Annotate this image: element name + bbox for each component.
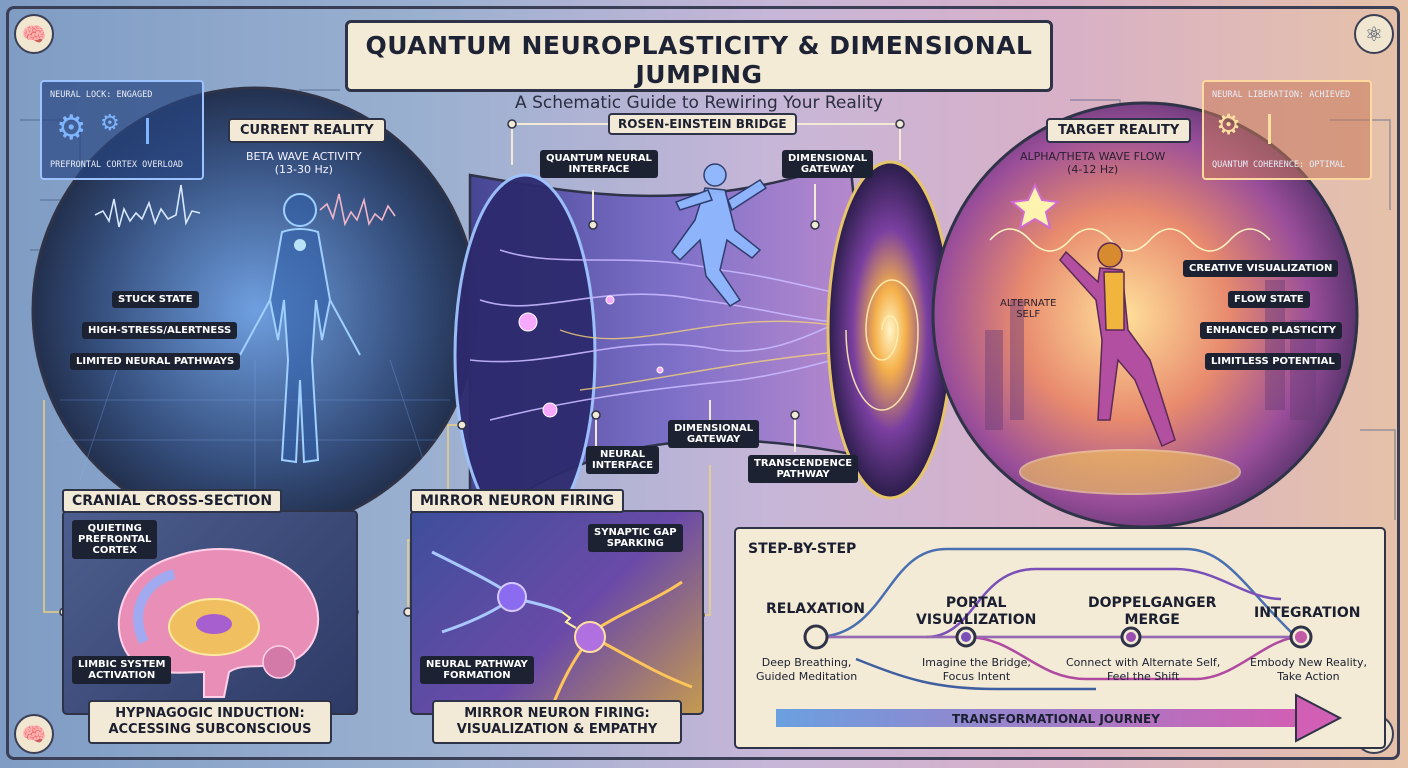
empowered-figure	[1059, 242, 1176, 448]
label-stuck-state: STUCK STATE	[112, 291, 199, 308]
step-1-title: RELAXATION	[766, 601, 866, 617]
step-4-sub: Embody New Reality, Take Action	[1250, 656, 1367, 683]
label-limited-pathways: LIMITED NEURAL PATHWAYS	[70, 353, 241, 370]
glowing-star	[1009, 182, 1061, 231]
brain-icon: 🧠	[14, 714, 54, 754]
brain-icon: 🧠	[14, 14, 54, 54]
status-bottom-text: PREFRONTAL CORTEX OVERLOAD	[50, 160, 184, 170]
bar-graph-icon	[146, 118, 189, 144]
cranial-title: CRANIAL CROSS-SECTION	[62, 489, 283, 513]
current-reality-title: CURRENT REALITY	[228, 118, 386, 143]
running-figure	[671, 163, 768, 307]
label-dimensional-gateway-top: DIMENSIONAL GATEWAY	[782, 150, 874, 178]
label-quieting-prefrontal: QUIETING PREFRONTAL CORTEX	[72, 520, 158, 559]
label-high-stress: HIGH-STRESS/ALERTNESS	[82, 322, 238, 339]
beta-wave-left	[94, 184, 201, 228]
stuck-human-figure	[239, 193, 361, 464]
step-by-step-panel: STEP-BY-STEP RELAXATION Deep Breathing, …	[734, 527, 1386, 749]
header: QUANTUM NEUROPLASTICITY & DIMENSIONAL JU…	[345, 20, 1053, 113]
cranial-caption: HYPNAGOGIC INDUCTION: ACCESSING SUBCONSC…	[88, 700, 332, 744]
label-neural-interface: NEURAL INTERFACE	[586, 446, 660, 474]
mirror-title: MIRROR NEURON FIRING	[410, 489, 625, 513]
neural-liberation-status-panel: NEURAL LIBERATION: ACHIEVED ⚙ QUANTUM CO…	[1202, 80, 1372, 180]
label-limitless-potential: LIMITLESS POTENTIAL	[1205, 353, 1341, 370]
status-top-text: NEURAL LOCK: ENGAGED	[50, 90, 153, 100]
neuron-cluster	[518, 295, 664, 418]
step-2-title: PORTAL VISUALIZATION	[916, 595, 1037, 628]
label-transcendence-pathway: TRANSCENDENCE PATHWAY	[748, 455, 859, 483]
alpha-wave-right	[989, 228, 1271, 252]
label-synaptic-gap: SYNAPTIC GAP SPARKING	[588, 524, 683, 552]
step-1-sub: Deep Breathing, Guided Meditation	[756, 656, 858, 683]
label-limbic-activation: LIMBIC SYSTEM ACTIVATION	[72, 656, 172, 684]
page-title: QUANTUM NEUROPLASTICITY & DIMENSIONAL JU…	[365, 31, 1033, 89]
bridge-title: ROSEN-EINSTEIN BRIDGE	[608, 113, 797, 135]
label-creative-visualization: CREATIVE VISUALIZATION	[1183, 260, 1339, 277]
step-4-title: INTEGRATION	[1254, 605, 1361, 621]
process-flow	[776, 547, 1343, 743]
beta-wave-label: BETA WAVE ACTIVITY (13-30 Hz)	[246, 150, 362, 176]
label-dimensional-gateway-mid: DIMENSIONAL GATEWAY	[668, 420, 760, 448]
step-3-title: DOPPELGANGER MERGE	[1088, 595, 1217, 628]
step-heading: STEP-BY-STEP	[748, 541, 857, 557]
gear-icon: ⚙	[56, 108, 87, 148]
label-neural-pathway-formation: NEURAL PATHWAY FORMATION	[420, 656, 534, 684]
neural-lock-status-panel: NEURAL LOCK: ENGAGED ⚙ ⚙ PREFRONTAL CORT…	[40, 80, 204, 180]
brain-icon: ⚙	[1216, 108, 1242, 141]
journey-label: TRANSFORMATIONAL JOURNEY	[952, 712, 1160, 726]
mirror-caption: MIRROR NEURON FIRING: VISUALIZATION & EM…	[432, 700, 682, 744]
label-quantum-neural-interface: QUANTUM NEURAL INTERFACE	[540, 150, 658, 178]
step-3-sub: Connect with Alternate Self, Feel the Sh…	[1066, 656, 1221, 683]
outer-frame	[6, 6, 1400, 760]
step-2-sub: Imagine the Bridge, Focus Intent	[922, 656, 1031, 683]
label-flow-state: FLOW STATE	[1228, 291, 1310, 308]
status-top-text: NEURAL LIBERATION: ACHIEVED	[1212, 90, 1351, 100]
page-subtitle: A Schematic Guide to Rewiring Your Reali…	[515, 93, 883, 113]
label-alternate-self: ALTERNATE SELF	[1000, 298, 1057, 320]
alpha-theta-wave-label: ALPHA/THETA WAVE FLOW (4-12 Hz)	[1020, 150, 1166, 176]
bar-graph-icon	[1268, 114, 1357, 144]
atom-icon: ⚛	[1354, 14, 1394, 54]
beta-wave-right	[319, 193, 396, 227]
target-reality-title: TARGET REALITY	[1046, 118, 1192, 143]
label-enhanced-plasticity: ENHANCED PLASTICITY	[1200, 322, 1342, 339]
gear-icon: ⚙	[100, 111, 120, 136]
status-bottom-text: QUANTUM COHERENCE: OPTIMAL	[1212, 160, 1346, 170]
